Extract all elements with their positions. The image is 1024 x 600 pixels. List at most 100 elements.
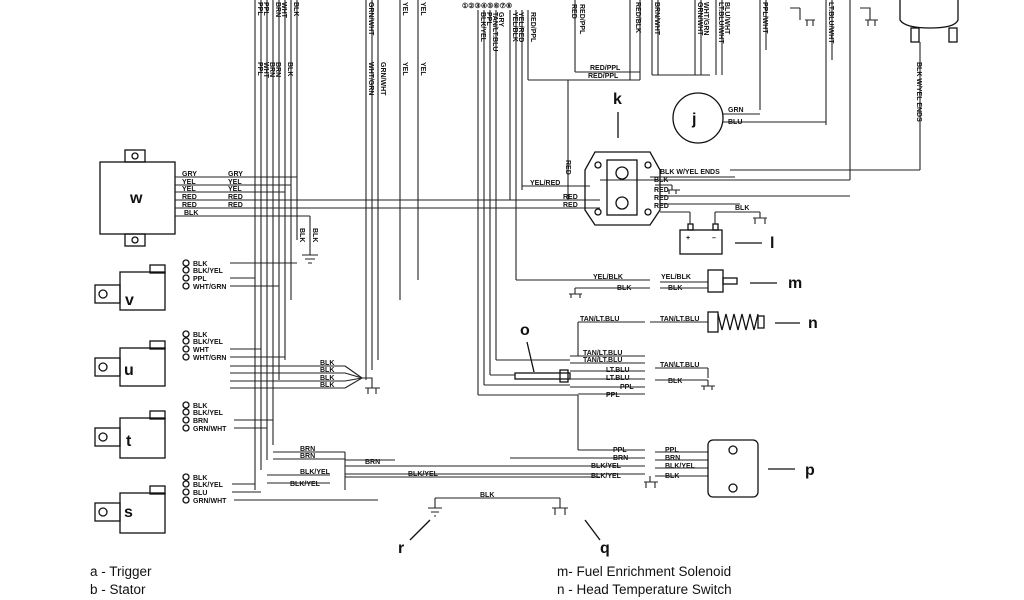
k-red-r2: RED (654, 195, 669, 202)
m-blk-1: BLK (617, 285, 631, 292)
wire-label-tan-lt-blu-top: TAN/LT.BLU (491, 12, 498, 51)
wire-label-blk-yel-top: BLK/YEL (479, 12, 486, 43)
p-blk-yel-1: BLK/YEL (591, 463, 622, 470)
center-left-harness: GRN/WHT YEL YEL WHT/GRN GRN/WHT YEL YEL (365, 0, 426, 380)
o-tan-2: TAN/LT.BLU (583, 357, 622, 364)
label-t: t (126, 433, 132, 450)
wire-label-blk-yel-ends: BLK W/YEL ENDS (915, 62, 922, 122)
wire-label-wht: WHT (280, 2, 287, 19)
p-blk-yel-3: BLK/YEL (665, 463, 696, 470)
label-n: n (808, 315, 818, 332)
wire-label-ppl-top: PPL (485, 12, 492, 26)
n-tan-lt-blu-2: TAN/LT.BLU (660, 316, 699, 323)
wire-label-brn-2: BRN (268, 62, 275, 77)
blk-yel-2: BLK/YEL (290, 481, 321, 488)
w-yel-4: YEL (228, 186, 242, 193)
l-blk: BLK (735, 205, 749, 212)
m-yel-blk-1: YEL/BLK (593, 274, 623, 281)
t-brn: BRN (193, 418, 208, 425)
w-yel: YEL (182, 179, 196, 186)
n-tan-lt-blu-1: TAN/LT.BLU (580, 316, 619, 323)
o-tan-1: TAN/LT.BLU (583, 350, 622, 357)
right-harness: RED/BLK BRN/WHT GRN/WHT WHT/GRN LT.BLU/W… (600, 0, 959, 181)
w-blk-v2: BLK (298, 228, 305, 242)
wire-label-yel-2: YEL (419, 2, 426, 16)
w-red-3: RED (182, 202, 197, 209)
label-v: v (125, 292, 134, 309)
label-o: o (520, 322, 530, 339)
wire-label-yel-red-top: YEL/RED (517, 12, 524, 42)
wire-label-yel: YEL (401, 2, 408, 16)
wire-label-grn-wht-top: GRN/WHT (367, 2, 374, 36)
solenoid-body (584, 151, 661, 226)
k-red-r1: RED (654, 187, 669, 194)
module-terminal-right (948, 27, 958, 43)
o-lt-blu-2: LT.BLU (606, 375, 630, 382)
wire-label-red-v: RED (564, 160, 571, 175)
battery-minus: – (712, 235, 716, 242)
t-grn-wht: GRN/WHT (193, 426, 227, 433)
k-yel-red: YEL/RED (530, 180, 560, 187)
v-wht-grn: WHT/GRN (193, 284, 226, 291)
wire-label-brn-3: BRN (274, 62, 281, 77)
brn-2: BRN (300, 453, 315, 460)
wire-label-brn-wht-top: BRN/WHT (653, 2, 660, 36)
legend-item-a: a - Trigger (90, 564, 152, 579)
wire-label-grn-wht-2: GRN/WHT (379, 62, 386, 96)
brn-1: BRN (300, 446, 315, 453)
wire-label-red-ppl-h2: RED/PPL (590, 65, 621, 72)
s-blk: BLK (193, 475, 207, 482)
wire-label-lt-blu-wht-2: LT.BLU/WHT (827, 2, 834, 44)
coil-s: s BLK BLK/YEL BLU GRN/WHT (94, 473, 378, 534)
wire-label-brn: BRN (274, 2, 281, 17)
center-harness: ①②③④⑤⑥⑦⑧ BLK/YEL PPL TAN/LT.BLU GRY YEL/… (462, 0, 640, 395)
m-yel-blk-2: YEL/BLK (661, 274, 691, 281)
top-pin-numbers: ①②③④⑤⑥⑦⑧ (462, 2, 512, 10)
component-k: k YEL/RED RED RED BLK W/YEL ENDS BLK RED… (522, 91, 850, 226)
component-j: j GRN BLU (672, 92, 826, 144)
s-grn-wht: GRN/WHT (193, 498, 227, 505)
wire-label-ppl-wht: PPL/WHT (761, 2, 768, 34)
w-blk: BLK (184, 210, 198, 217)
wire-label-yel-4: YEL (419, 62, 426, 76)
component-n: TAN/LT.BLU TAN/LT.BLU n (577, 311, 818, 356)
wire-label-wht-2: WHT (262, 62, 269, 79)
u-wht-grn: WHT/GRN (193, 355, 226, 362)
wire-label-red-blk-top: RED/BLK (634, 2, 641, 33)
label-r: r (398, 540, 404, 557)
o-blk: BLK (668, 378, 682, 385)
w-yel-2: YEL (228, 179, 242, 186)
component-w: w GRY GRY YEL YEL YEL YEL RED RED RED RE… (99, 149, 600, 264)
v-blk: BLK (193, 261, 207, 268)
t-blk: BLK (193, 403, 207, 410)
s-blk-yel: BLK/YEL (193, 482, 224, 489)
label-l: l (770, 235, 774, 252)
w-yel-3: YEL (182, 186, 196, 193)
wire-label-ppl-3: PPL (256, 62, 263, 76)
p-brn-2: BRN (665, 455, 680, 462)
v-blk-yel: BLK/YEL (193, 268, 224, 275)
gb-blk-4: BLK (320, 382, 334, 389)
p-blk-yel-2: BLK/YEL (591, 473, 622, 480)
j-blu: BLU (728, 119, 742, 126)
wire-label-ppl-2: PPL (262, 2, 269, 16)
p-brn-1: BRN (613, 455, 628, 462)
component-qr: BLK r q (398, 492, 610, 557)
o-ppl-2: PPL (606, 392, 620, 399)
u-blk-yel: BLK/YEL (193, 339, 224, 346)
blk-yel-1: BLK/YEL (300, 469, 331, 476)
label-p: p (805, 462, 815, 479)
w-gry-2: GRY (228, 171, 243, 178)
k-red-l1: RED (563, 194, 578, 201)
component-p: PPL BRN BLK/YEL BLK/YEL PPL BRN BLK/YEL … (345, 439, 815, 498)
wire-label-blu-wht: BLU/WHT (723, 2, 730, 35)
module-terminal-left (910, 27, 920, 43)
u-wht: WHT (193, 347, 210, 354)
o-tan-3: TAN\LT.BLU (660, 362, 699, 369)
o-ppl-1: PPL (620, 384, 634, 391)
qr-blk: BLK (480, 492, 494, 499)
wire-label-yel-3: YEL (401, 62, 408, 76)
label-k: k (613, 91, 622, 108)
